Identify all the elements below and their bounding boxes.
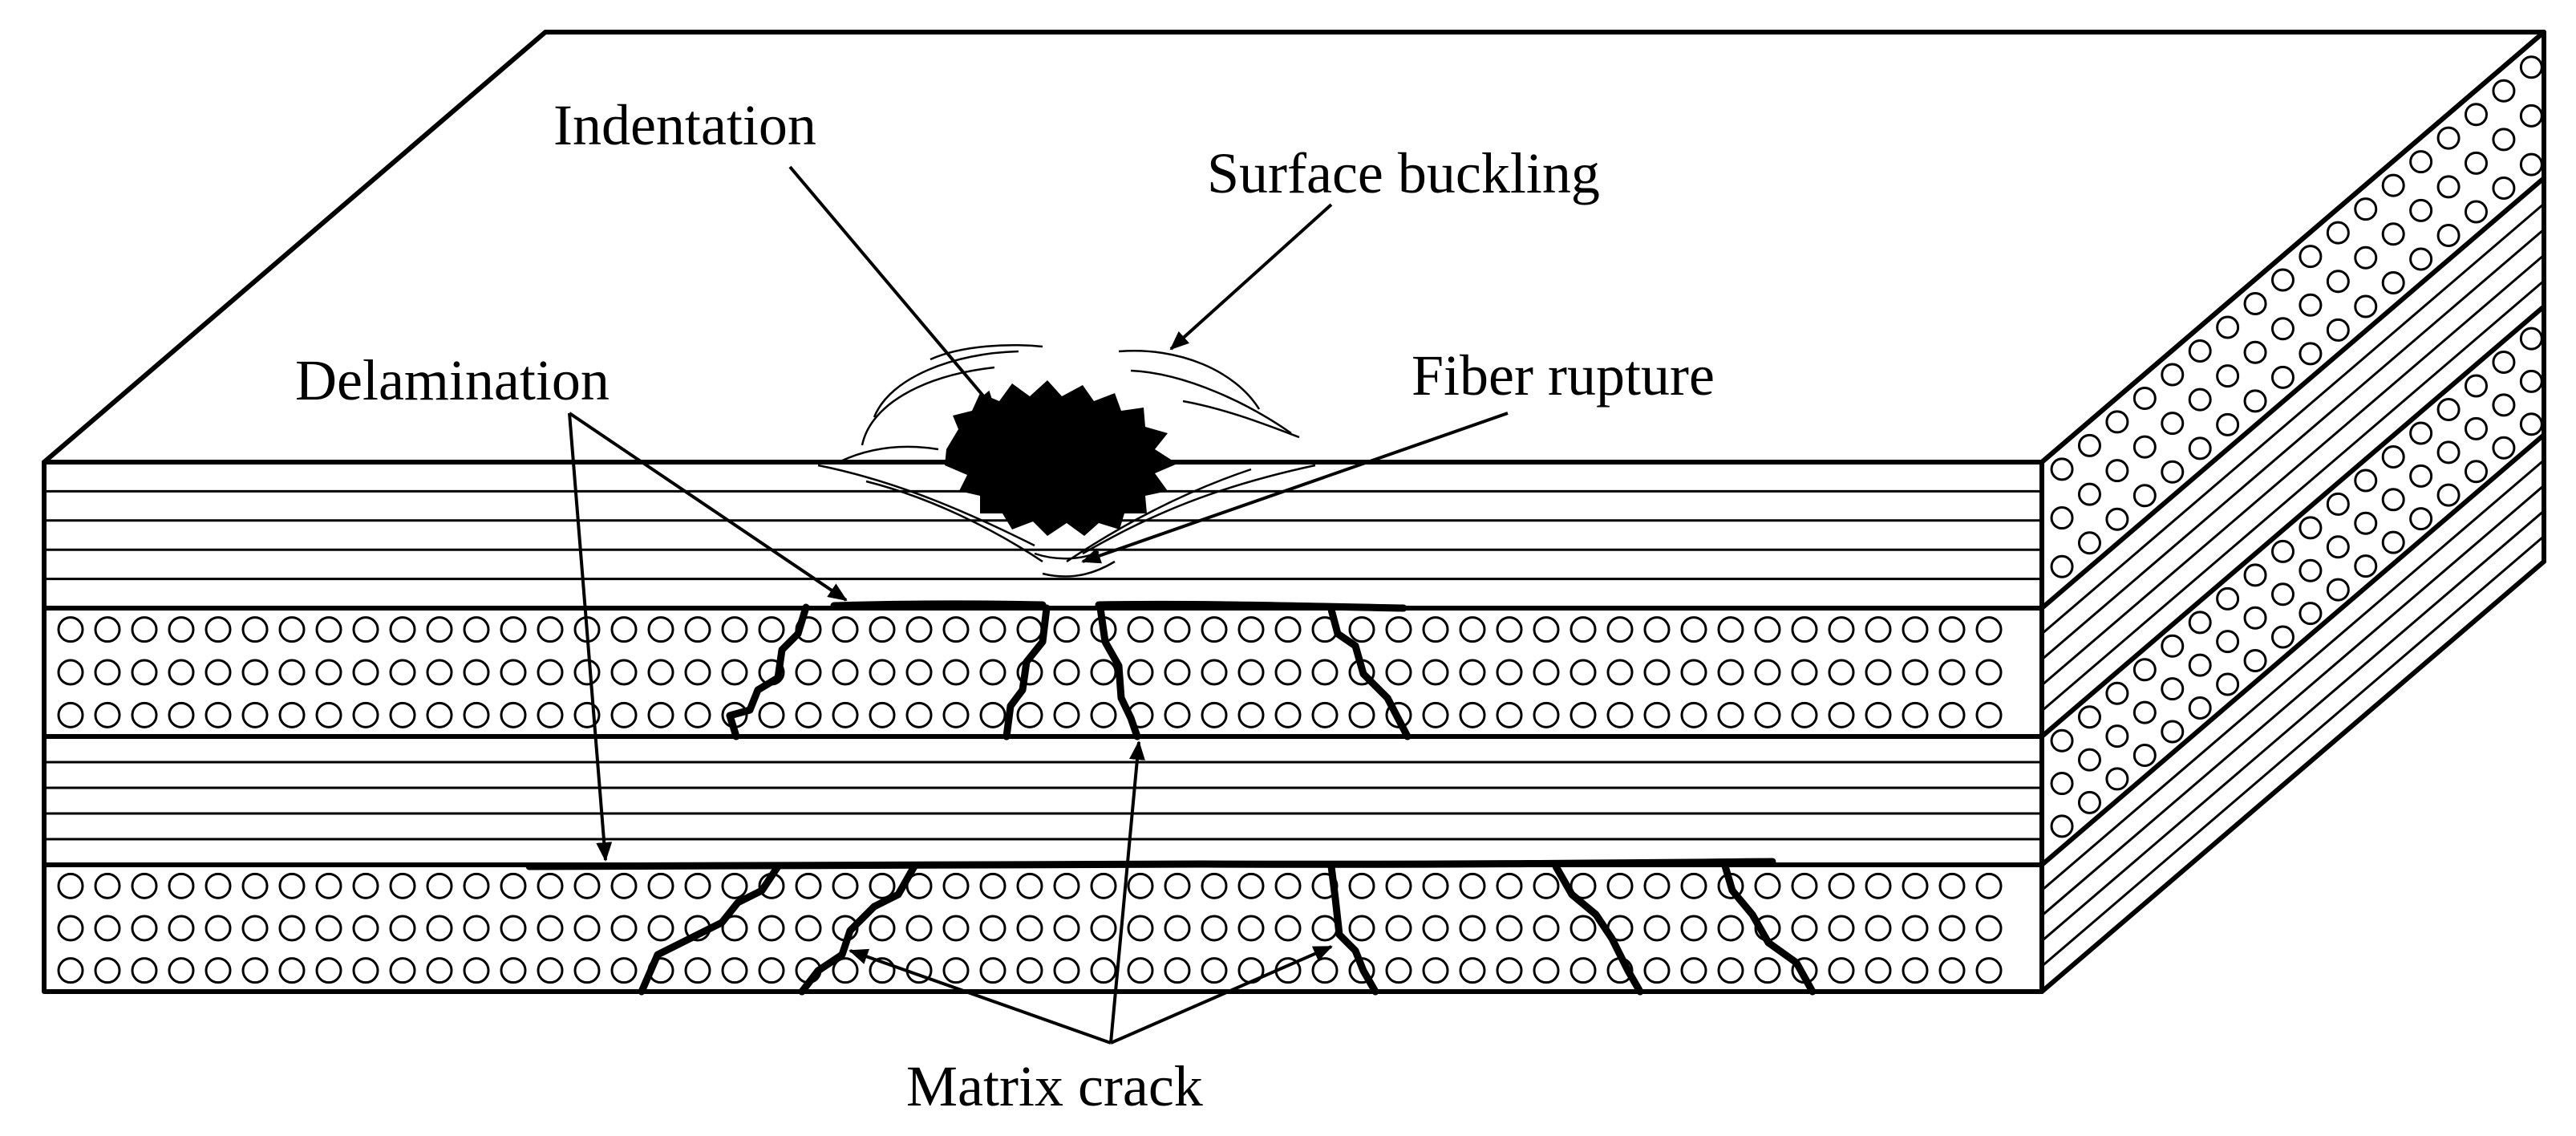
ply-0deg-hatch-front [44, 489, 2042, 841]
ply-90deg-fibers-front [57, 616, 2003, 984]
label-fiber-rupture: Fiber rupture [1412, 343, 1715, 408]
surface-buckling-lines [817, 344, 1316, 578]
indentation-mark [945, 380, 1177, 536]
impact-damage [817, 344, 1316, 578]
laminate-block [42, 30, 2546, 994]
front-face [42, 460, 2044, 994]
matrix-cracks [638, 603, 1817, 996]
ply-patterns-side [2041, 55, 2545, 968]
labels: Indentation Surface buckling Delaminatio… [295, 93, 1715, 1118]
leader-arrows [568, 165, 1509, 1045]
label-surface-buckling: Surface buckling [1207, 141, 1600, 205]
label-delamination: Delamination [295, 348, 610, 412]
delamination-cracks [525, 600, 1776, 870]
label-matrix-crack: Matrix crack [906, 1054, 1203, 1118]
side-face [2039, 30, 2546, 994]
label-indentation: Indentation [553, 93, 816, 157]
